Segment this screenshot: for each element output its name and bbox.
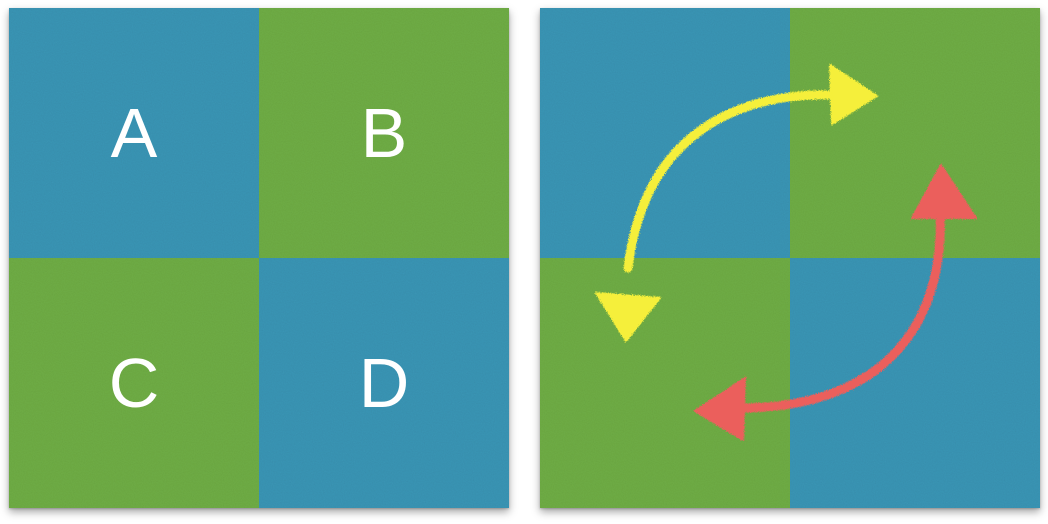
tile-bottom-left xyxy=(540,258,790,508)
left-grid-panel: A B C D xyxy=(9,8,509,508)
tile-d xyxy=(259,258,509,508)
tile-c xyxy=(9,258,259,508)
tile-bottom-right xyxy=(790,258,1040,508)
red-double-arrow xyxy=(694,164,977,441)
yellow-double-arrow xyxy=(595,64,878,342)
tile-b xyxy=(259,8,509,258)
tile-top-left xyxy=(540,8,790,258)
right-grid-panel xyxy=(540,8,1040,508)
tile-a xyxy=(9,8,259,258)
swap-arrows xyxy=(595,64,977,441)
